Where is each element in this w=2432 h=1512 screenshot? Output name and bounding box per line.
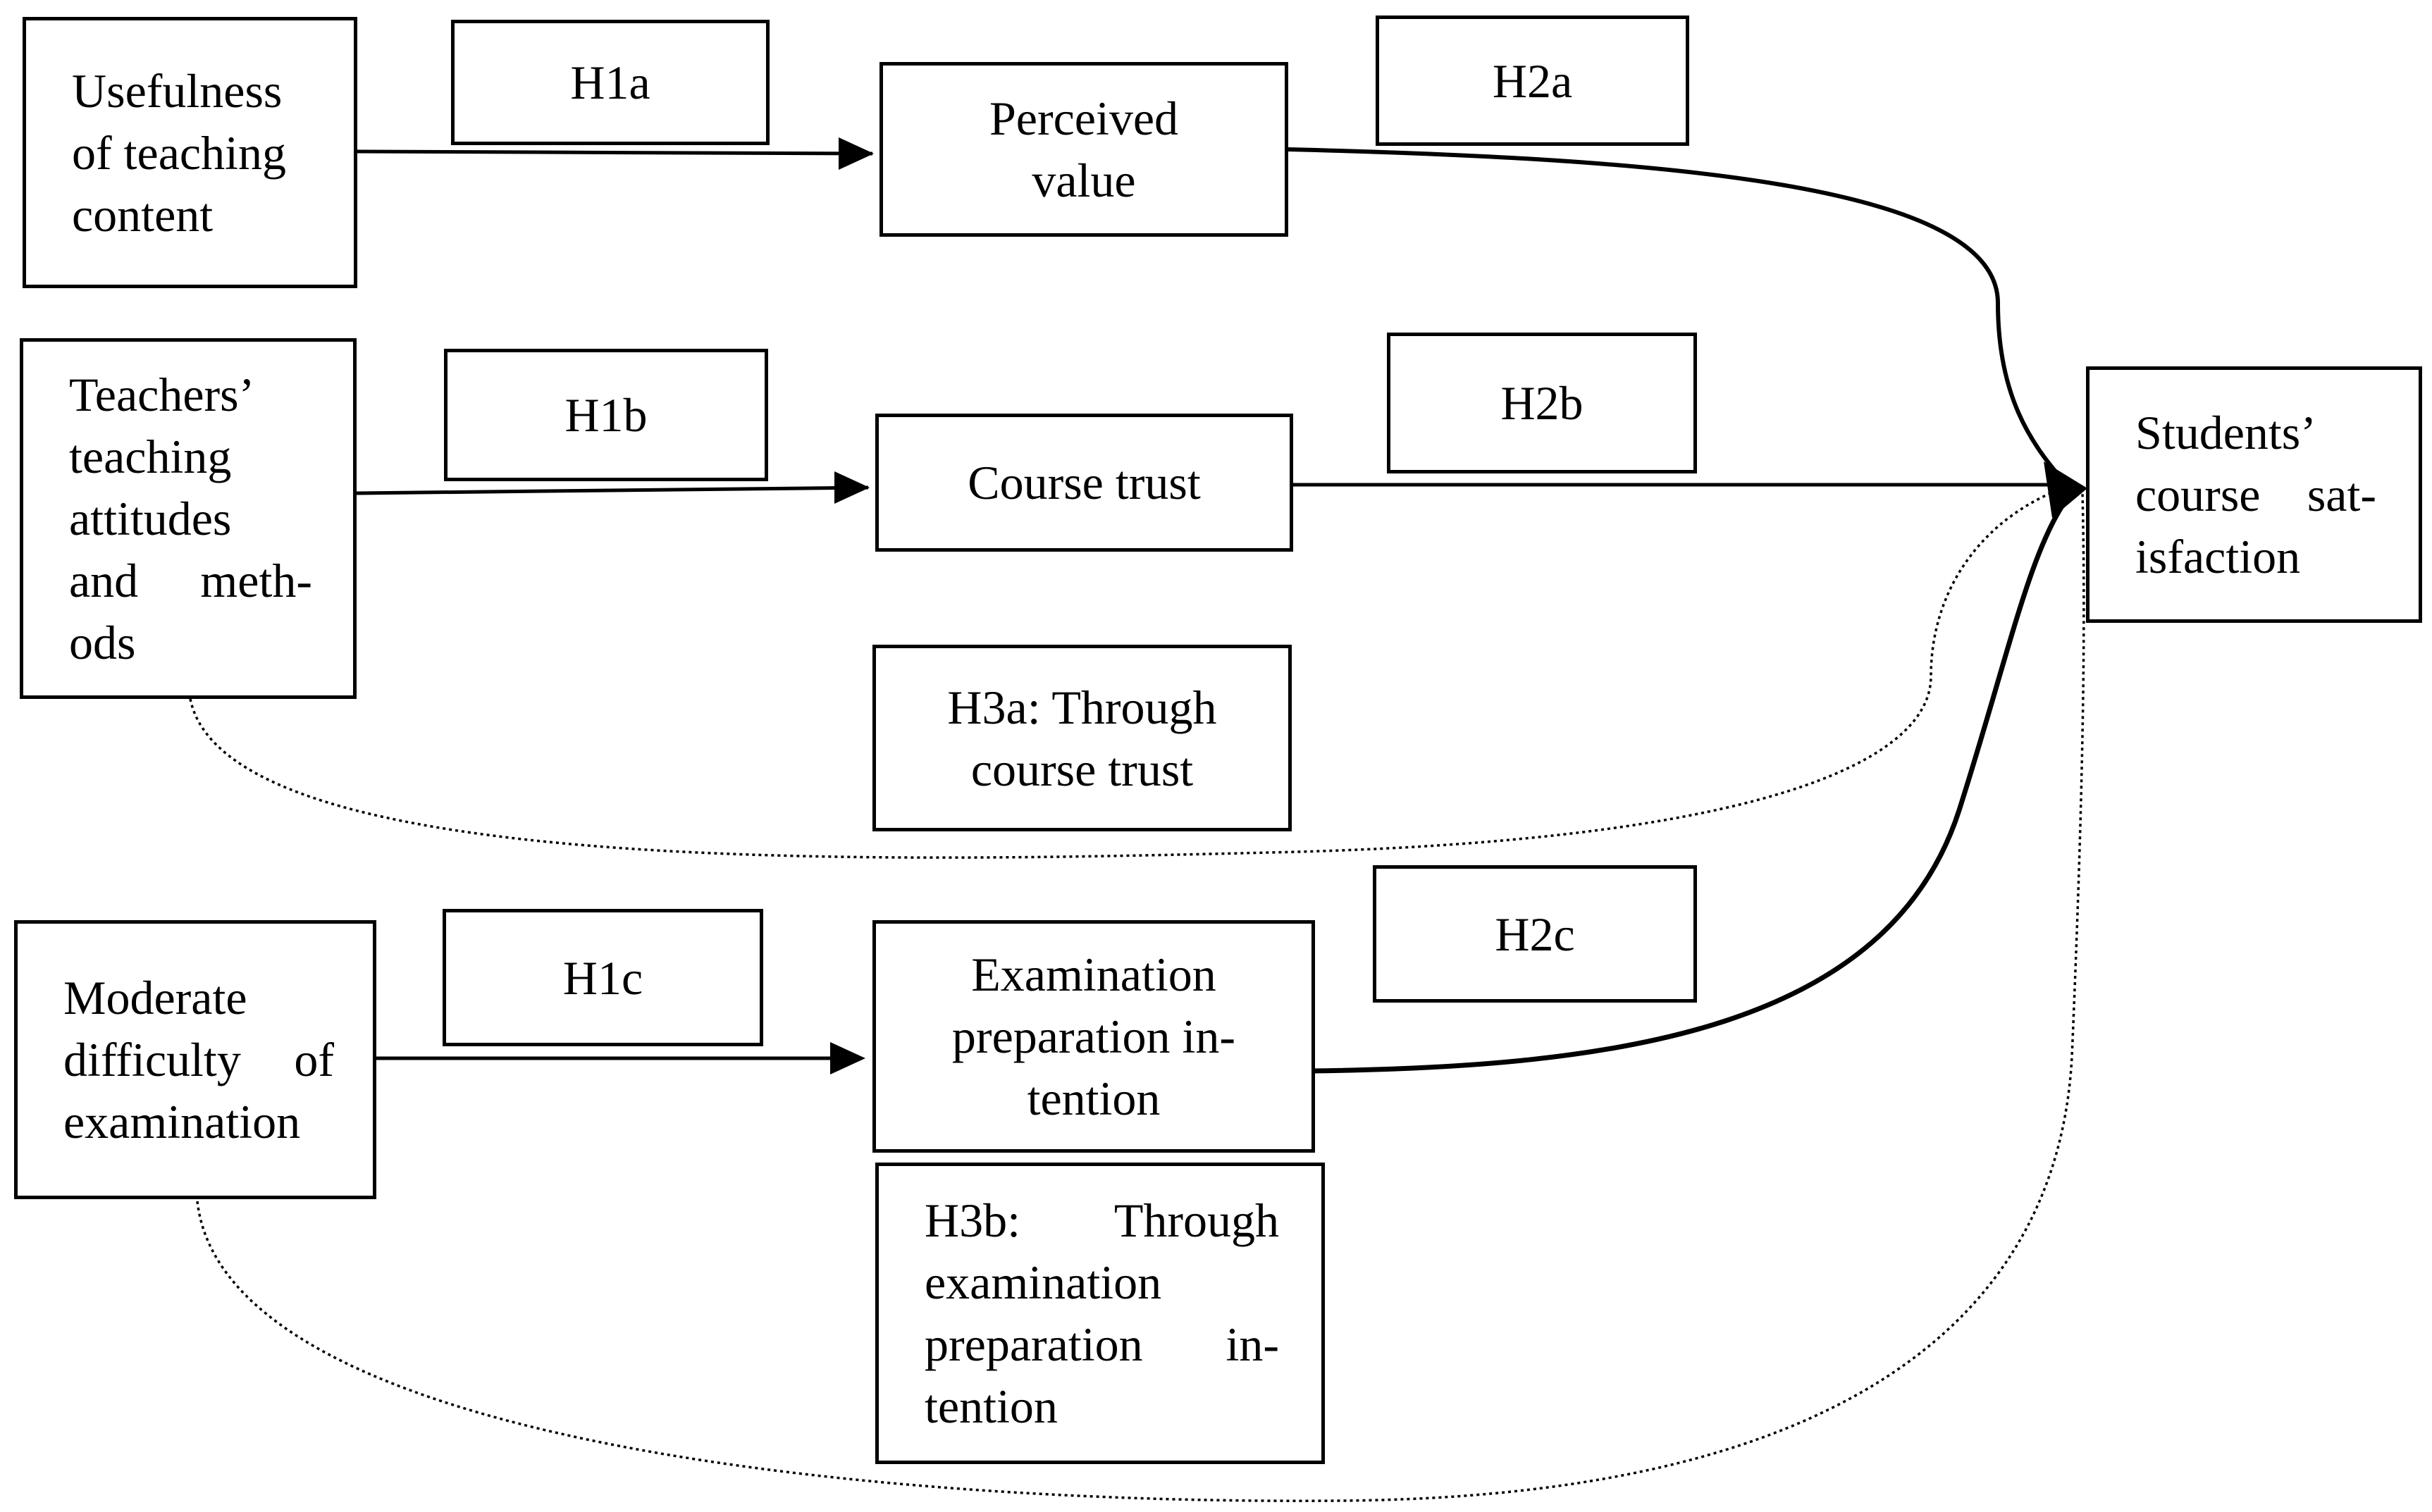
hypothesis-h2c: H2c <box>1373 865 1697 1003</box>
hypothesis-h2a: H2a <box>1376 16 1689 146</box>
construct-difficulty: Moderate difficulty of examination <box>14 920 376 1199</box>
arrowhead-perceived-value <box>839 137 874 170</box>
hypothesis-h1a: H1a <box>451 20 770 145</box>
curve-exam-intention-to-satisfaction <box>1307 495 2070 1074</box>
hypothesis-h3b: H3b: Through examination preparation in-… <box>875 1163 1325 1464</box>
construct-attitudes: Teachers’ teaching attitudes and meth-od… <box>20 338 357 699</box>
construct-usefulness: Usefulness of teaching content <box>23 17 357 288</box>
curve-perceived-value-to-satisfaction <box>1288 147 2070 488</box>
hypothesis-h1c: H1c <box>443 909 763 1046</box>
construct-exam-intention: Examination preparation in-tention <box>872 920 1315 1153</box>
hypothesis-h1b: H1b <box>444 349 768 481</box>
dotted-curve-attitudes-to-satisfaction <box>189 485 2069 859</box>
construct-perceived-value: Perceived value <box>879 62 1288 237</box>
dotted-curve-difficulty-to-satisfaction <box>196 492 2085 1502</box>
arrowhead-satisfaction <box>2044 461 2087 518</box>
hypothesis-h3a: H3a: Through course trust <box>872 645 1292 831</box>
arrowhead-course-trust <box>834 471 870 504</box>
arrowhead-exam-intention <box>830 1042 865 1074</box>
construct-satisfaction: Students’ course sat-isfaction <box>2086 366 2422 623</box>
arrow-attitudes-to-course-trust <box>355 485 869 495</box>
hypothesis-h2b: H2b <box>1387 333 1697 473</box>
construct-course-trust: Course trust <box>875 414 1293 552</box>
arrow-usefulness-to-perceived-value <box>355 149 873 156</box>
